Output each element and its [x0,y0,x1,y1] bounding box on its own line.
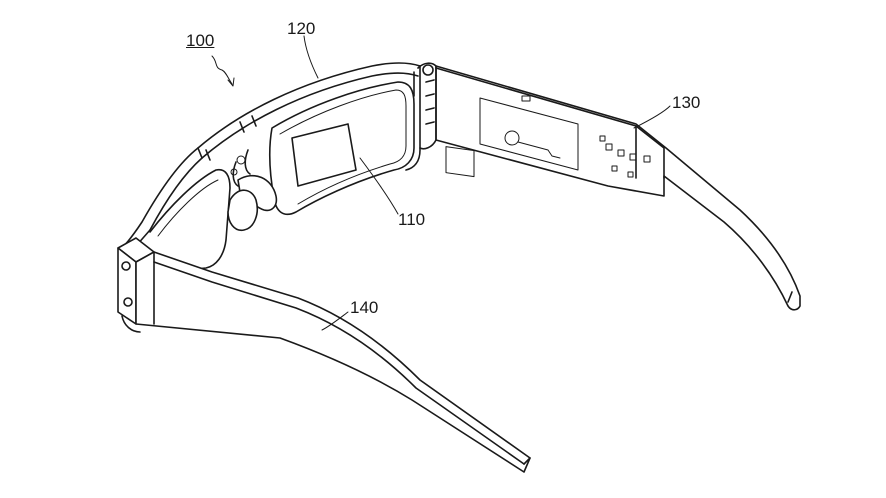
leader-120 [303,35,319,79]
right-temple [435,65,801,311]
glasses-frame [121,62,421,249]
leader-100-arrowhead [227,77,235,87]
label-device-100: 100 [186,31,215,50]
leader-140 [321,311,349,331]
leader-lines [211,35,671,331]
nose-pads [227,149,278,232]
leader-130 [633,105,671,129]
leader-110 [359,157,399,215]
left-temple [135,251,531,473]
label-frame-120: 120 [287,19,316,38]
label-right-temple-130: 130 [672,93,701,112]
label-left-temple-140: 140 [350,298,379,317]
leader-100 [211,55,233,85]
display-module [291,123,357,187]
left-lens [149,168,231,270]
label-display-110: 110 [398,210,426,229]
